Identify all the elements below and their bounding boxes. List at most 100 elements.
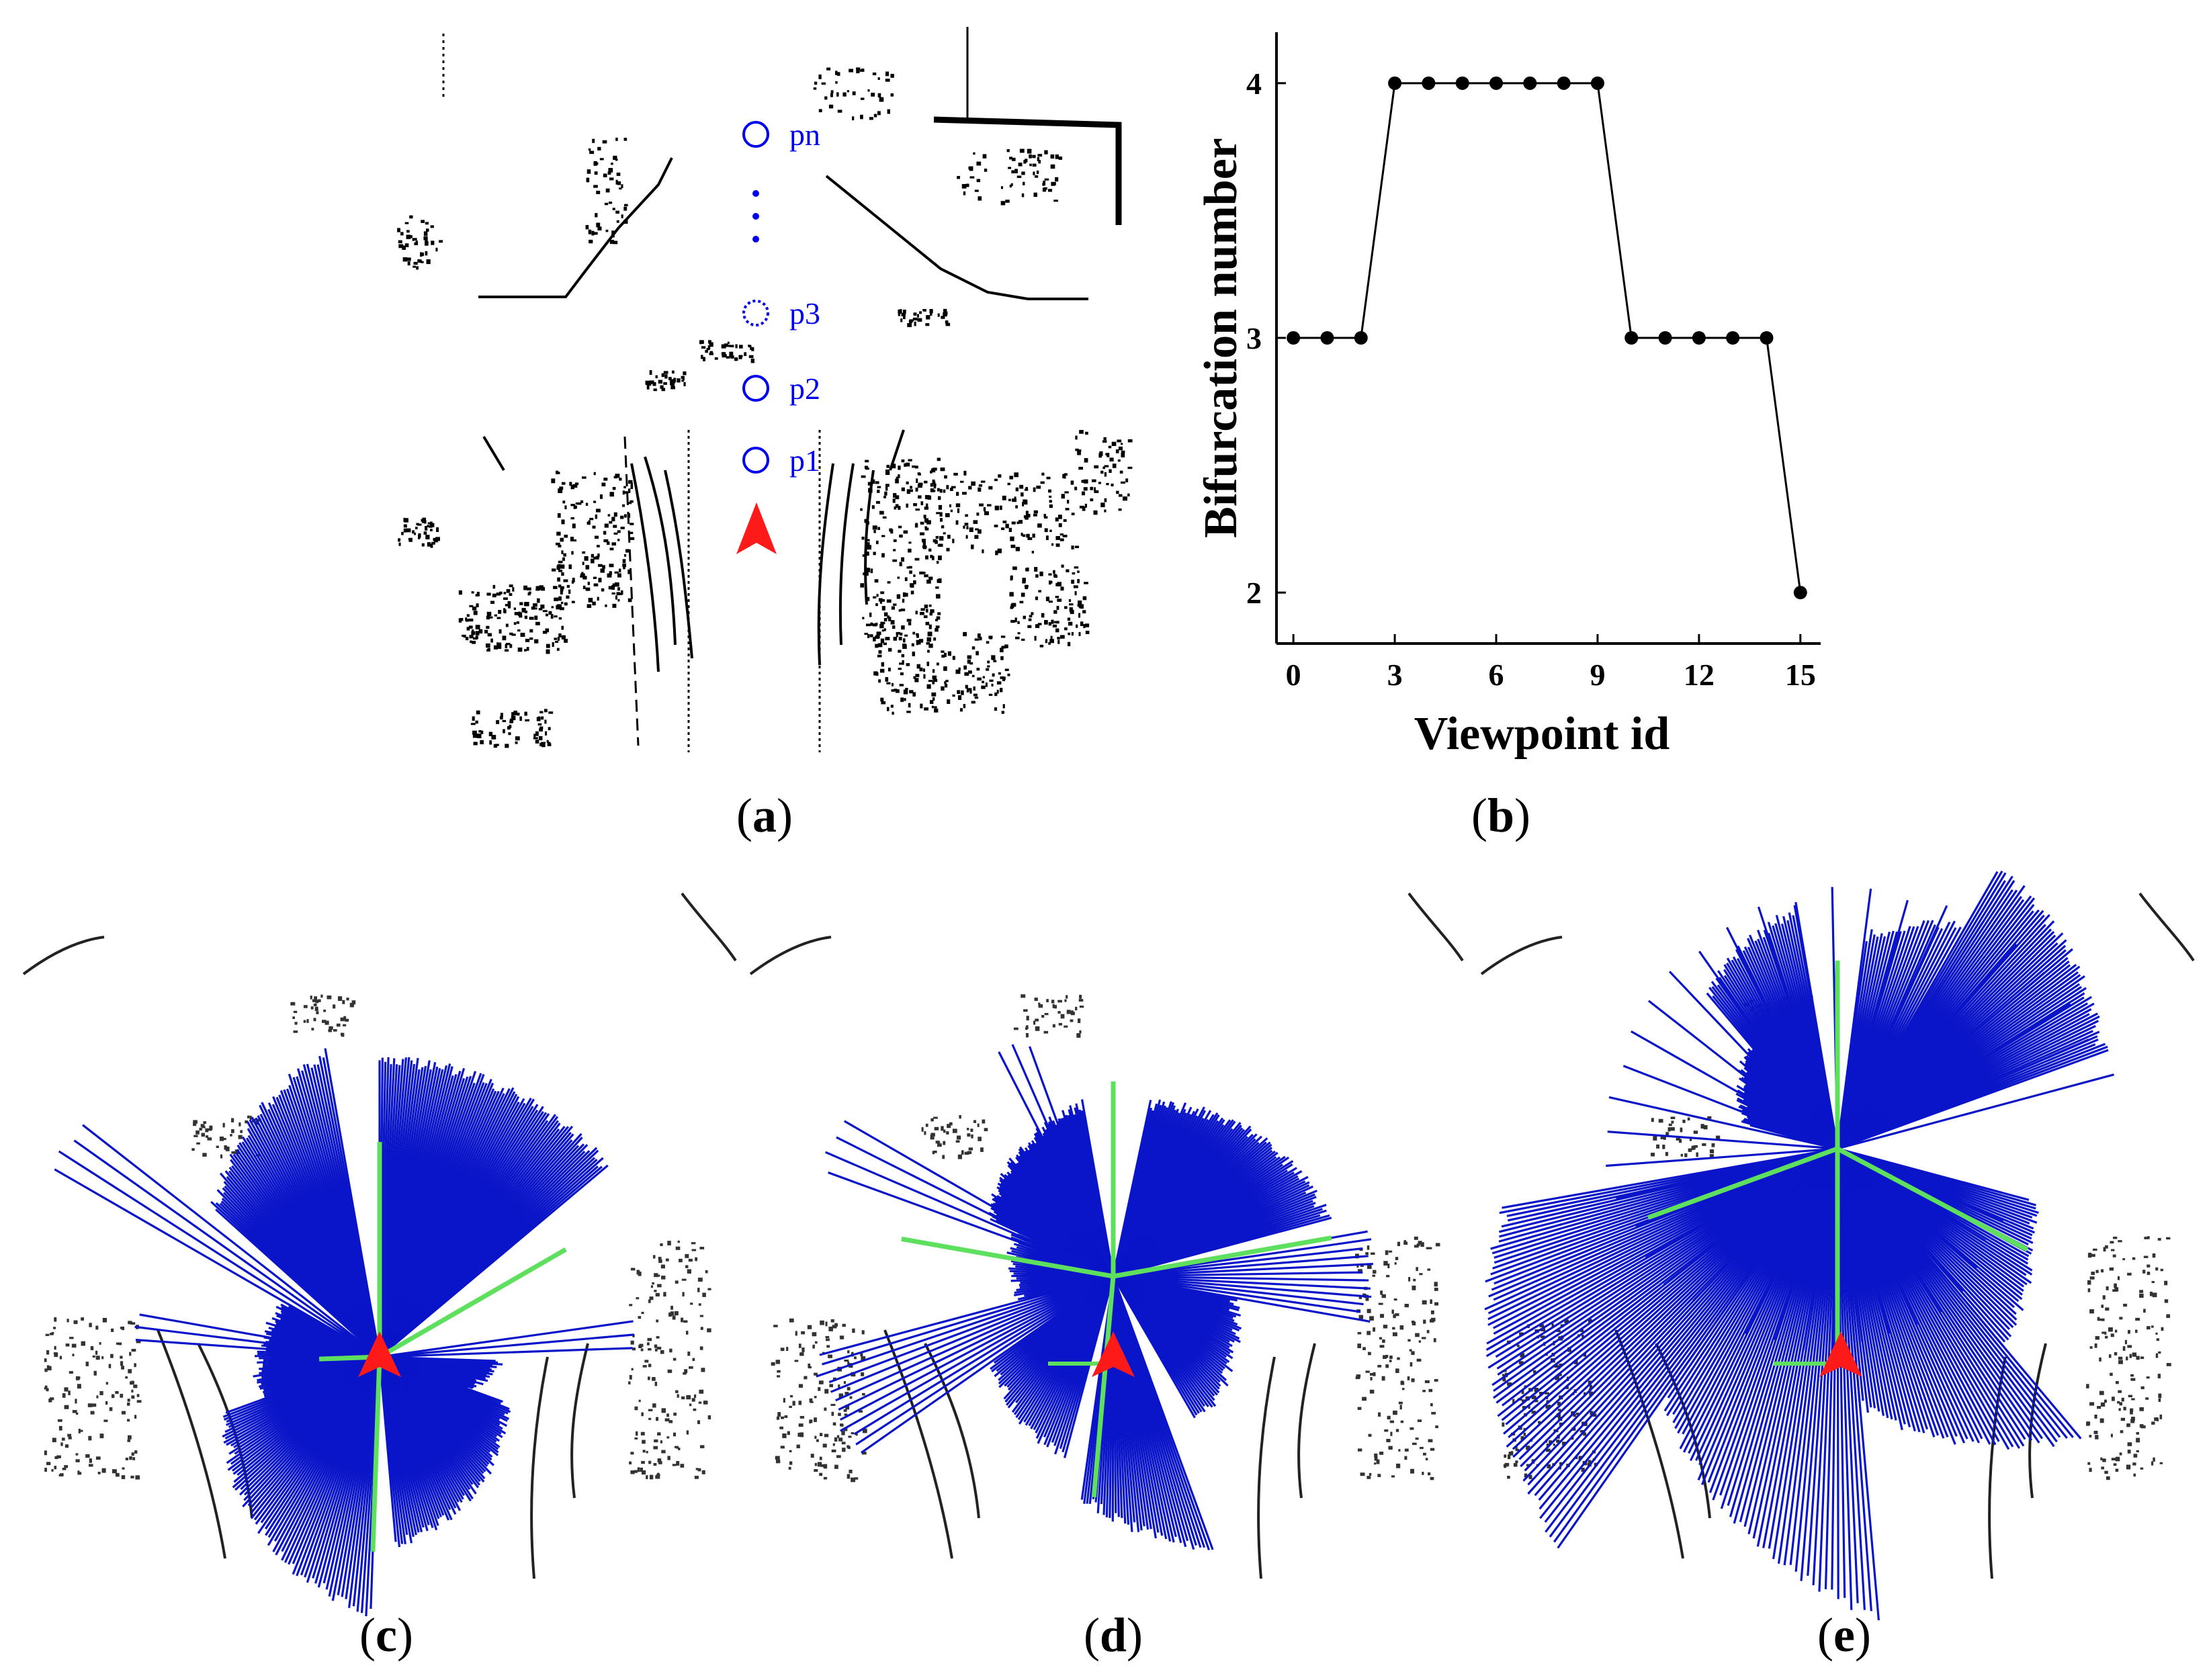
map-point [976, 651, 979, 656]
map-point [505, 644, 508, 649]
map-point [505, 744, 509, 748]
map-point [2123, 1407, 2126, 1411]
map-point [1434, 1378, 1438, 1382]
map-point [1411, 1320, 1415, 1323]
map-point [924, 707, 929, 711]
map-point [738, 357, 742, 359]
map-point [402, 257, 408, 262]
map-point [937, 1141, 941, 1146]
map-point [1412, 1442, 1417, 1446]
map-point [2132, 1257, 2136, 1260]
map-point [622, 559, 626, 564]
map-point [890, 93, 894, 97]
map-point [1388, 1446, 1393, 1450]
data-point [1422, 76, 1436, 90]
map-point [558, 633, 562, 638]
map-point [2087, 1288, 2091, 1292]
map-point [1049, 504, 1053, 509]
map-point [887, 648, 892, 652]
map-point [826, 67, 831, 71]
data-point [1455, 76, 1469, 90]
map-point [661, 388, 666, 392]
map-point [1422, 1472, 1424, 1475]
map-point [867, 633, 870, 638]
data-point [1287, 331, 1301, 345]
map-point [900, 672, 904, 676]
map-point [49, 1397, 54, 1401]
map-point [994, 505, 999, 511]
map-point [315, 1000, 319, 1004]
map-point [884, 491, 887, 496]
map-point [1036, 485, 1041, 489]
map-point [1119, 470, 1123, 474]
map-point [801, 1347, 805, 1352]
map-point [580, 575, 585, 578]
map-point [658, 1461, 662, 1464]
map-point [667, 1241, 671, 1245]
map-point [48, 1399, 52, 1403]
map-point [927, 631, 933, 637]
map-point [203, 1121, 206, 1124]
map-point [1389, 1360, 1392, 1362]
map-point [994, 692, 998, 697]
map-point [582, 576, 587, 580]
map-point [1373, 1270, 1377, 1274]
viewpoint-label-p3: p3 [789, 296, 820, 330]
map-point [949, 1122, 953, 1126]
map-point [1060, 586, 1064, 591]
map-point [943, 489, 946, 493]
map-point [471, 629, 474, 634]
map-point [499, 716, 503, 720]
map-point [550, 614, 554, 619]
map-point [615, 137, 618, 141]
map-point [697, 1288, 700, 1292]
map-point [898, 313, 900, 316]
map-point [1367, 1331, 1371, 1335]
map-point [947, 699, 951, 704]
map-point [573, 539, 577, 542]
map-point [423, 231, 428, 236]
map-point [1018, 163, 1023, 167]
map-point [2132, 1352, 2137, 1357]
map-point [1370, 1376, 1373, 1381]
map-point [2126, 1356, 2128, 1361]
map-point [928, 644, 933, 648]
map-point [580, 500, 584, 503]
map-point [847, 1474, 851, 1479]
map-point [1005, 523, 1009, 529]
map-point [1077, 604, 1082, 607]
map-point [2105, 1335, 2108, 1339]
map-point [89, 1458, 92, 1463]
map-point [1581, 1334, 1584, 1338]
map-point [1033, 1020, 1036, 1025]
map-point [118, 1342, 122, 1345]
map-point [724, 343, 728, 346]
map-point [1583, 1432, 1586, 1436]
map-point [998, 474, 1002, 478]
map-point [593, 472, 596, 476]
map-point [537, 716, 541, 721]
map-point [957, 695, 962, 701]
map-point [425, 526, 428, 531]
map-point [1371, 1252, 1375, 1255]
map-point [496, 720, 500, 724]
map-point [842, 1323, 846, 1327]
map-point [1067, 642, 1071, 647]
map-point [544, 709, 548, 713]
map-point [915, 611, 918, 615]
x-axis-title: Viewpoint id [1414, 708, 1670, 760]
map-point [130, 1380, 134, 1384]
map-point [1058, 523, 1062, 527]
map-point [2102, 1295, 2106, 1300]
map-point [952, 656, 955, 660]
map-point [597, 596, 599, 601]
data-point [1590, 76, 1604, 90]
map-point [878, 650, 882, 654]
map-point [849, 69, 854, 73]
map-point [873, 637, 876, 642]
map-point [46, 1350, 50, 1355]
map-point [101, 1356, 104, 1360]
map-point [1058, 515, 1062, 519]
map-point [804, 1376, 808, 1380]
map-point [1053, 200, 1058, 202]
